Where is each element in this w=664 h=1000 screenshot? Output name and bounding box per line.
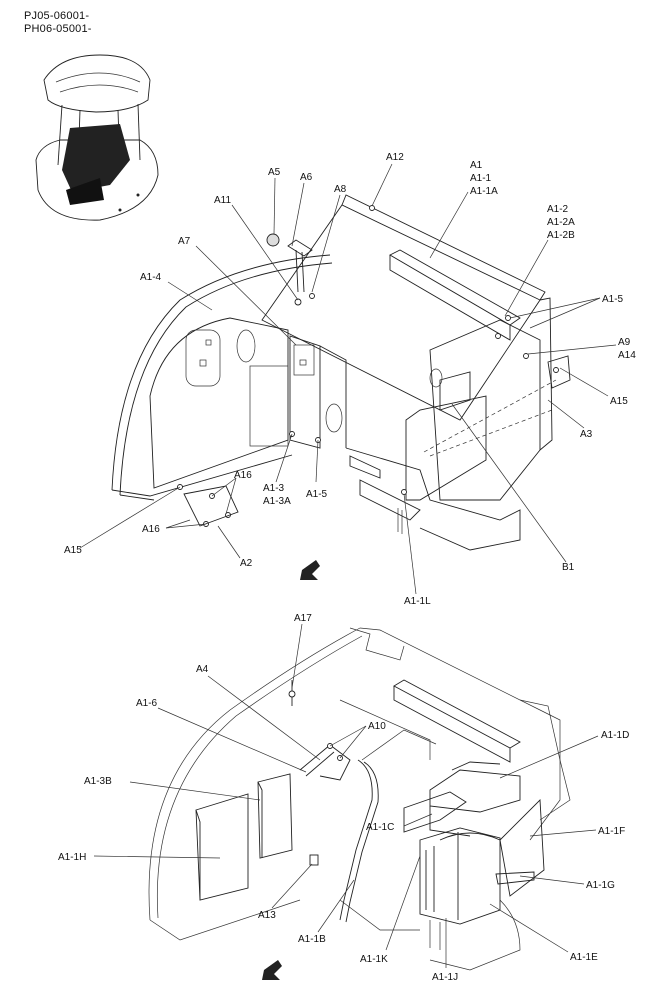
label-A1-1C: A1-1C: [366, 822, 394, 833]
label-A2: A2: [240, 558, 253, 569]
label-A1-5-bottom: A1-5: [306, 489, 328, 500]
label-A9: A9: [618, 337, 631, 348]
label-A1-2B: A1-2B: [547, 230, 575, 241]
label-A6: A6: [300, 172, 313, 183]
label-A1-3A: A1-3A: [263, 496, 291, 507]
label-A1-2: A1-2: [547, 204, 569, 215]
lower-part-labels: A17 A4 A1-6 A10 A1-1D A1-3B A1-1C A1-1F …: [58, 613, 629, 983]
label-A1-1B: A1-1B: [298, 934, 326, 945]
label-A14: A14: [618, 350, 636, 361]
label-A13: A13: [258, 910, 276, 921]
label-A1-3B: A1-3B: [84, 776, 112, 787]
label-A1-2A: A1-2A: [547, 217, 575, 228]
label-A15-left: A15: [64, 545, 82, 556]
label-A3: A3: [580, 429, 593, 440]
label-A1-1D: A1-1D: [601, 730, 629, 741]
label-A1-1A: A1-1A: [470, 186, 498, 197]
label-A16-lower: A16: [142, 524, 160, 535]
label-A8: A8: [334, 184, 347, 195]
label-A1-1H: A1-1H: [58, 852, 86, 863]
label-A1-4: A1-4: [140, 272, 162, 283]
serial-range-1: PJ05-06001-: [24, 10, 90, 22]
label-A4: A4: [196, 664, 209, 675]
label-A1-1F: A1-1F: [598, 826, 625, 837]
label-A1-1L: A1-1L: [404, 596, 431, 607]
label-A7: A7: [178, 236, 191, 247]
upper-assembly-illustration: [111, 194, 571, 580]
label-A1-1K: A1-1K: [360, 954, 388, 965]
label-A1-1J: A1-1J: [432, 972, 458, 983]
serial-range-2: PH06-05001-: [24, 23, 92, 35]
label-A1-3: A1-3: [263, 483, 285, 494]
label-A16-upper: A16: [234, 470, 252, 481]
label-A15-right: A15: [610, 396, 628, 407]
label-A10: A10: [368, 721, 386, 732]
label-A1-1G: A1-1G: [586, 880, 615, 891]
label-A1-1: A1-1: [470, 173, 492, 184]
lower-leader-lines: [93, 623, 599, 968]
label-A11: A11: [214, 195, 231, 206]
lower-assembly-illustration: [148, 627, 571, 980]
label-A17: A17: [294, 613, 312, 624]
label-A1-5-right: A1-5: [602, 294, 624, 305]
upper-part-labels: A5 A6 A8 A11 A12 A1 A1-1 A1-1A A1-2 A1-2…: [64, 152, 636, 607]
machine-overview-illustration: [35, 54, 159, 221]
label-B1: B1: [562, 562, 575, 573]
label-A1: A1: [470, 160, 483, 171]
label-A5: A5: [268, 167, 281, 178]
label-A1-1E: A1-1E: [570, 952, 598, 963]
label-A1-6: A1-6: [136, 698, 158, 709]
label-A12: A12: [386, 152, 404, 163]
upper-leader-lines: [79, 163, 617, 595]
